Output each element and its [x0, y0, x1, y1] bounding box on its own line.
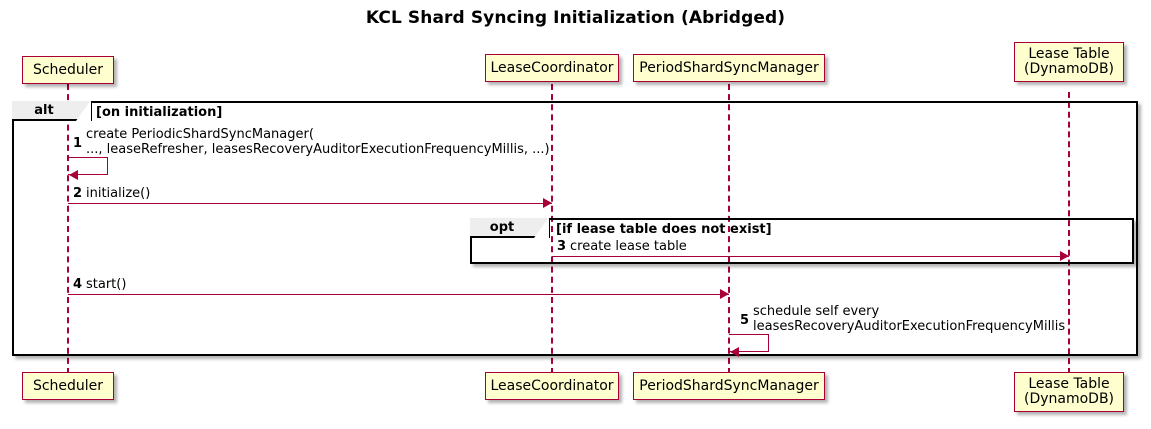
participant-label: Scheduler — [32, 377, 104, 394]
message-3-number: 3 — [557, 239, 567, 254]
participant-label: LeaseCoordinator — [490, 377, 614, 394]
fragment-alt-condition: [on initialization] — [96, 105, 223, 120]
participant-label: LeaseCoordinator — [490, 59, 614, 76]
message-3-line — [552, 256, 1069, 257]
participant-label: PeriodShardSyncManager — [639, 377, 819, 394]
message-4-number: 4 — [73, 277, 83, 292]
message-4-line — [68, 294, 729, 295]
fragment-alt — [12, 101, 1138, 356]
participant-label: Lease Table (DynamoDB) — [1023, 46, 1115, 77]
participant-label: Lease Table (DynamoDB) — [1023, 376, 1115, 407]
message-4-label: start() — [86, 277, 127, 292]
message-2-number: 2 — [73, 186, 83, 201]
participant-leasetable-bottom[interactable]: Lease Table (DynamoDB) — [1014, 372, 1124, 412]
message-1-label: create PeriodicShardSyncManager( ..., le… — [86, 127, 550, 157]
participant-label: PeriodShardSyncManager — [639, 59, 819, 76]
participant-periodshardsyncmanager-top[interactable]: PeriodShardSyncManager — [633, 54, 825, 82]
participant-periodshardsyncmanager-bottom[interactable]: PeriodShardSyncManager — [633, 372, 825, 400]
message-1-self-loop — [68, 157, 108, 175]
fragment-operator-label: opt — [489, 219, 515, 235]
lifeline-leasecoordinator — [551, 84, 553, 374]
message-5-number: 5 — [740, 313, 750, 328]
participant-label: Scheduler — [32, 61, 104, 78]
message-2-label: initialize() — [86, 186, 151, 201]
fragment-alt-operator-tab: alt — [12, 100, 92, 121]
message-1-arrowhead — [69, 170, 78, 180]
fragment-opt — [470, 218, 1134, 264]
participant-leasecoordinator-top[interactable]: LeaseCoordinator — [485, 54, 619, 82]
participant-scheduler-top[interactable]: Scheduler — [22, 56, 114, 84]
participant-leasetable-top[interactable]: Lease Table (DynamoDB) — [1014, 42, 1124, 82]
message-3-label: create lease table — [570, 239, 687, 254]
fragment-operator-label: alt — [34, 102, 54, 118]
message-5-arrowhead — [730, 347, 739, 357]
message-2-line — [68, 203, 552, 204]
lifeline-leasetable — [1068, 92, 1070, 374]
message-5-self-loop — [729, 334, 769, 352]
diagram-title: KCL Shard Syncing Initialization (Abridg… — [365, 8, 786, 28]
participant-scheduler-bottom[interactable]: Scheduler — [22, 372, 114, 400]
lifeline-scheduler — [67, 84, 69, 374]
fragment-opt-operator-tab: opt — [470, 217, 550, 238]
fragment-opt-condition: [if lease table does not exist] — [556, 222, 772, 237]
message-3-arrowhead — [1060, 251, 1069, 261]
message-5-label: schedule self every leasesRecoveryAudito… — [753, 304, 1066, 334]
lifeline-periodshardsyncmanager — [728, 84, 730, 374]
message-2-arrowhead — [543, 198, 552, 208]
message-1-number: 1 — [73, 136, 83, 151]
participant-leasecoordinator-bottom[interactable]: LeaseCoordinator — [485, 372, 619, 400]
message-4-arrowhead — [720, 289, 729, 299]
